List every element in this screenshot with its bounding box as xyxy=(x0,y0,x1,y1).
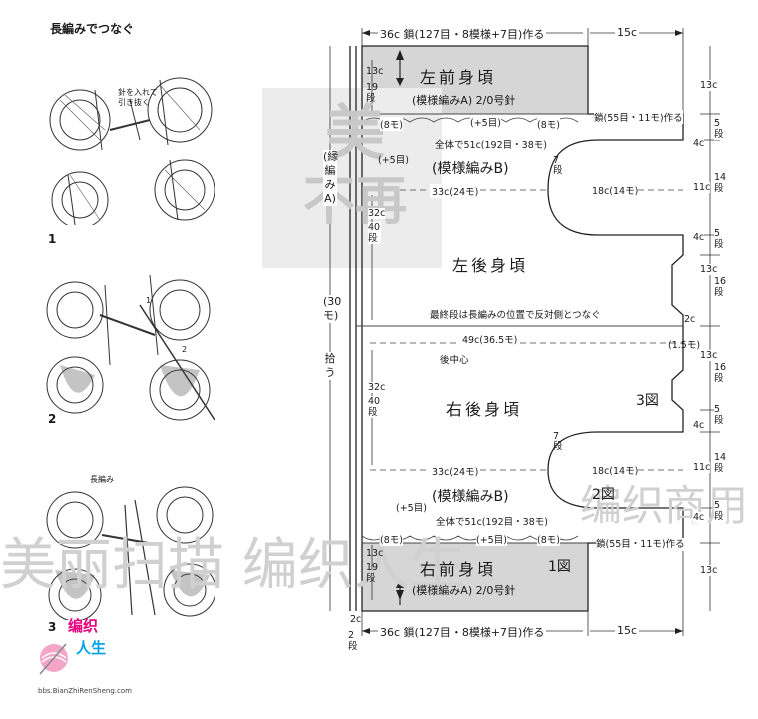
left-front-total: 全体で51c(192目・38モ) xyxy=(435,140,547,151)
top-right-width: 15c xyxy=(615,26,640,39)
step-1-number: 1 xyxy=(48,232,57,246)
back-upper-width: 33c(24モ) xyxy=(430,184,481,198)
left-front-height: 13c xyxy=(366,66,384,77)
logo-text-2: 人生 xyxy=(76,639,107,657)
step-1-note: 針を入れて 引き抜く xyxy=(118,88,158,107)
bottom-width: 36c 鎖(127目・8模様+7目)作る xyxy=(378,624,547,640)
right-front-pattern: (模様編みA) 2/0号針 xyxy=(412,584,516,597)
logo-text-1: 编织 xyxy=(68,617,99,635)
right-front-rows: 19段 xyxy=(366,562,379,584)
logo-url: bbs.BianZhiRenSheng.com xyxy=(38,687,132,695)
right-front-pattern-b: (模様編みB) xyxy=(432,489,509,505)
step-2-marker-2: 2 xyxy=(182,345,188,354)
figure-3-label: 3図 xyxy=(636,393,659,409)
border-pickup-word: 拾う xyxy=(323,352,337,380)
back-lower-armhole: 18c(14モ) xyxy=(592,463,639,477)
back-lower-seven-rows: 7段 xyxy=(553,431,563,452)
step-3-number: 3 xyxy=(48,620,57,634)
step-2-illustration xyxy=(46,274,215,421)
left-front-plus-left: (+5目) xyxy=(378,155,409,166)
back-side-15mo: (1.5モ) xyxy=(668,340,701,351)
step-2-number: 2 xyxy=(48,412,57,426)
step-2-marker-1: 1 xyxy=(146,296,152,305)
yarn-logo-icon xyxy=(39,643,68,675)
left-front-plus-mid: (+5目) xyxy=(470,115,501,129)
back-join-note: 最終段は長編みの位置で反対側とつなぐ xyxy=(430,310,601,321)
right-front-8mo-b: (8モ) xyxy=(537,532,560,546)
border-bottom-rows: 2段 xyxy=(348,630,358,652)
border-label: (縁編みA) xyxy=(323,150,339,206)
left-front-pattern: (模様編みA) 2/0号針 xyxy=(412,94,516,107)
figure-1-label: 1図 xyxy=(548,559,571,575)
back-right-rows: 40段 xyxy=(368,396,381,418)
left-front-8mo-a: (8モ) xyxy=(380,117,403,131)
step-1-illustration xyxy=(49,77,215,225)
back-center-label: 後中心 xyxy=(440,355,469,366)
step-3-illustration xyxy=(46,486,215,620)
back-upper-seven-rows: 7段 xyxy=(553,155,563,176)
right-front-height: 13c xyxy=(366,548,384,559)
back-left-height: 32c xyxy=(368,208,386,219)
back-right-title: 右後身頃 xyxy=(446,400,523,419)
right-front-title: 右前身頃 xyxy=(420,560,497,579)
bottom-right-width: 15c xyxy=(615,624,640,637)
right-front-total: 全体で51c(192目・38モ) xyxy=(436,517,548,528)
back-left-title: 左後身頃 xyxy=(452,256,529,275)
back-side-2c: 2c xyxy=(684,314,696,325)
right-front-plus-mid: (+5目) xyxy=(476,532,507,546)
left-front-rows: 19段 xyxy=(366,82,379,104)
figure-2-label: 2図 xyxy=(592,487,615,503)
back-lower-width: 33c(24モ) xyxy=(430,464,481,478)
back-left-rows: 40段 xyxy=(368,222,381,244)
top-width: 36c 鎖(127目・8模様+7目)作る xyxy=(378,26,547,42)
back-right-height: 32c xyxy=(368,382,386,393)
right-front-8mo-a: (8モ) xyxy=(380,532,403,546)
left-front-pattern-b: (模様編みB) xyxy=(432,161,509,177)
left-front-chain-add: 鎖(55目・11モ)作る xyxy=(594,110,683,124)
left-front-8mo-b: (8モ) xyxy=(537,117,560,131)
step-3-note: 長編み xyxy=(90,475,114,484)
left-front-title: 左前身頃 xyxy=(420,68,497,87)
border-bottom-2c: 2c xyxy=(350,614,362,625)
border-pickup-count: (30モ) xyxy=(323,295,342,323)
heading: 長編みでつなぐ xyxy=(50,22,135,36)
back-upper-armhole: 18c(14モ) xyxy=(592,183,639,197)
back-mid-width: 49c(36.5モ) xyxy=(460,332,520,346)
right-front-chain-add: 鎖(55目・11モ)作る xyxy=(596,538,686,551)
right-front-plus-left: (+5目) xyxy=(396,503,427,514)
